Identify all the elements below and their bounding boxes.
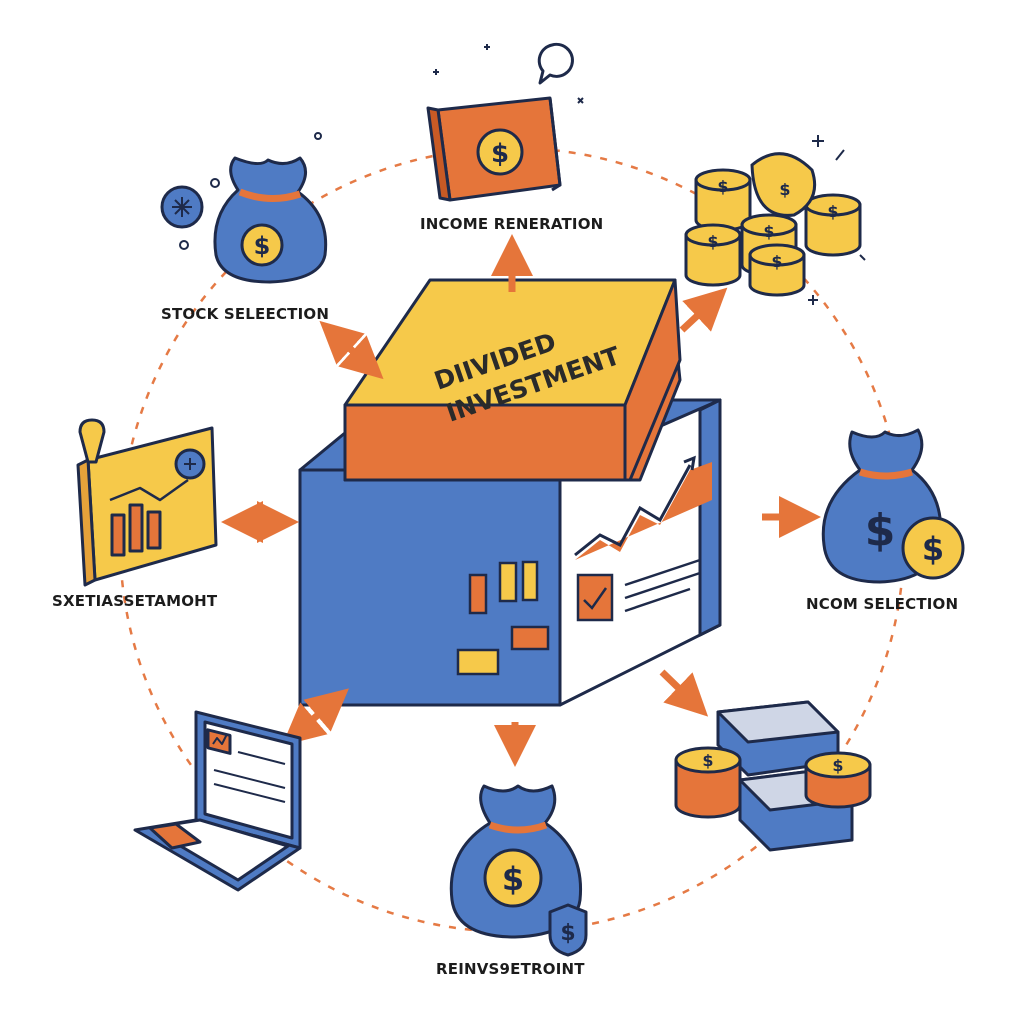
arrow-upright (679, 287, 728, 333)
money-bag-coin-icon (821, 428, 965, 584)
arrow-downright (659, 669, 709, 717)
dividend-investment-block (343, 278, 682, 482)
reinvestment-label: REINVS9ETROINT (436, 960, 585, 978)
asset-label: SXETIASSETAMOHT (52, 592, 218, 610)
coin-stack-dollar-4: $ (771, 252, 782, 271)
wallet-dollar-icon (426, 42, 584, 202)
wallet-dollar-glyph: $ (491, 139, 509, 169)
ncom-selection-label: NCOM SELECTION (806, 595, 959, 613)
cash-and-coins-icon (674, 700, 872, 852)
bag-right-dollar-glyph: $ (865, 505, 896, 556)
coin-stack-dollar-2: $ (707, 232, 718, 251)
bag-bottom-dollar-glyph: $ (502, 860, 524, 898)
stock-selection-label: STOCK SELEECTION (161, 305, 330, 323)
arrow-upleft (319, 320, 384, 380)
coin-stack-dollar-5: $ (827, 202, 838, 221)
coin-right-dollar-glyph: $ (922, 530, 944, 568)
laptop-chart-icon (133, 710, 302, 892)
flow-arrows (221, 234, 821, 767)
shield-dollar-glyph: $ (560, 921, 575, 946)
box-screen-chart (574, 455, 712, 622)
box-windows (456, 560, 550, 676)
money-bag-shield-icon (449, 784, 588, 957)
income-generation-label: INCOME RENERATION (420, 215, 604, 233)
arrow-downleft (282, 688, 349, 746)
coin-stacks-icon (684, 135, 866, 305)
cash-coin-dollar-1: $ (702, 751, 713, 770)
cash-coin-dollar-2: $ (832, 756, 843, 775)
coin-stack-dollar-6: $ (779, 180, 790, 199)
money-bag-icon (160, 132, 328, 284)
coin-stack-dollar-1: $ (717, 177, 728, 196)
money-bag-dollar-glyph: $ (254, 232, 271, 260)
chart-board-icon (76, 418, 218, 587)
coin-stack-dollar-3: $ (763, 222, 774, 241)
